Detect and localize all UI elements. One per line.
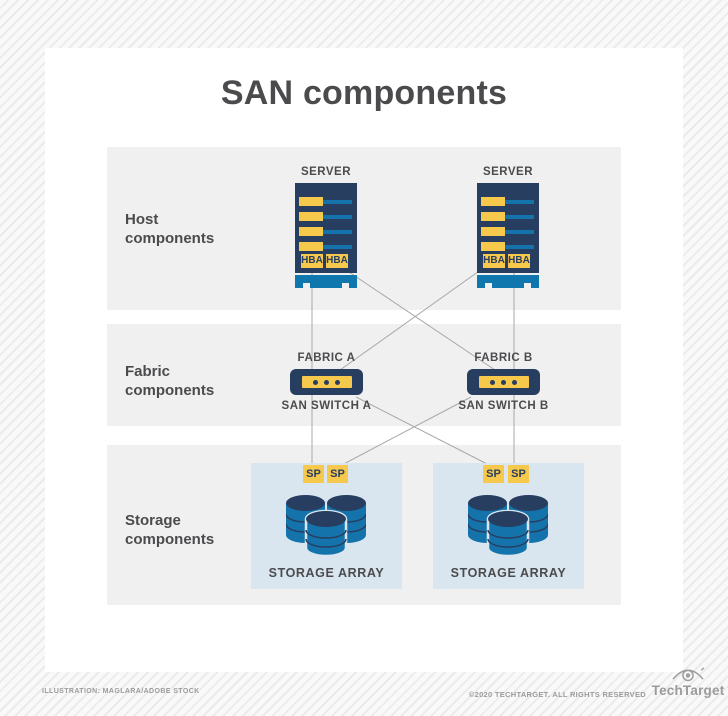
san-switch-a: FABRIC A SAN SWITCH A [282,352,371,412]
storage-1-sp-1: SP [303,465,324,483]
san-switch-b-label: SAN SWITCH B [458,400,549,412]
server-drive-row [481,242,539,251]
server-1-hba-1: HBA [301,254,323,268]
server-1-hba-row: HBA HBA [301,254,348,268]
eye-icon [672,667,705,682]
drive-bay-icon [299,212,323,221]
vent-stripe-icon [505,229,534,234]
san-switch-b: FABRIC B SAN SWITCH B [458,352,548,412]
server-1-base [295,275,357,288]
band-label-storage: Storage components [125,512,215,548]
server-2-chassis: HBA HBA [477,183,539,273]
drive-bay-icon [299,197,323,206]
server-2: SERVER HBA HBA [477,166,539,288]
drive-bay-icon [481,197,505,206]
server-drive-row [299,212,357,221]
fabric-a-label: FABRIC A [297,352,356,364]
server-2-hba-2: HBA [508,254,530,268]
techtarget-logo: TechTarget [652,666,724,698]
server-1: SERVER HBA HBA [295,166,357,288]
storage-array-2-label: STORAGE ARRAY [450,566,567,580]
drive-bay-icon [481,242,505,251]
storage-array-1-label: STORAGE ARRAY [268,566,385,580]
copyright-text: ©2020 TECHTARGET. ALL RIGHTS RESERVED [468,690,646,699]
server-1-chassis: HBA HBA [295,183,357,273]
server-2-base [477,275,539,288]
base-notch [485,283,492,288]
vent-stripe-icon [323,244,352,249]
base-notch [303,283,310,288]
disk-stack-icon [468,495,548,558]
switch-ports-icon [301,376,352,388]
drive-bay-icon [299,242,323,251]
vent-stripe-icon [323,214,352,219]
band-label-fabric: Fabric components [125,363,215,399]
port-dot-icon [324,379,329,385]
switch-b-body [467,369,540,395]
storage-2-sp-1: SP [483,465,504,483]
server-2-hba-1: HBA [483,254,505,268]
server-2-label: SERVER [482,166,534,178]
vent-stripe-icon [505,214,534,219]
vent-stripe-icon [323,229,352,234]
drive-bay-icon [481,227,505,236]
band-label-host: Host components [125,211,215,247]
storage-array-1: SP SP STORAGE ARRAY [251,463,402,589]
san-switch-a-label: SAN SWITCH A [281,400,372,412]
switch-ports-icon [478,376,529,388]
server-drive-row [481,212,539,221]
port-dot-icon [512,379,517,385]
server-drive-row [481,227,539,236]
drive-bay-icon [299,227,323,236]
server-1-hba-2: HBA [326,254,348,268]
server-drive-row [481,197,539,206]
storage-array-2: SP SP STORAGE ARRAY [433,463,584,589]
port-dot-icon [313,379,318,385]
port-dot-icon [490,379,495,385]
server-drive-row [299,242,357,251]
techtarget-wordmark: TechTarget [651,683,725,698]
server-2-hba-row: HBA HBA [483,254,530,268]
storage-2-sp-2: SP [508,465,529,483]
disk-stack-icon [286,495,366,558]
vent-stripe-icon [505,244,534,249]
storage-1-sp-2: SP [327,465,348,483]
fabric-b-label: FABRIC B [474,352,533,364]
vent-stripe-icon [505,199,534,204]
port-dot-icon [335,379,340,385]
vent-stripe-icon [323,199,352,204]
drive-bay-icon [481,212,505,221]
base-notch [524,283,531,288]
server-drive-row [299,197,357,206]
switch-a-body [290,369,363,395]
port-dot-icon [501,379,506,385]
page-title: SAN components [220,74,508,112]
server-drive-row [299,227,357,236]
server-1-label: SERVER [300,166,352,178]
base-notch [342,283,349,288]
illustration-credit: ILLUSTRATION: MAGLARA/ADOBE STOCK [42,688,200,695]
